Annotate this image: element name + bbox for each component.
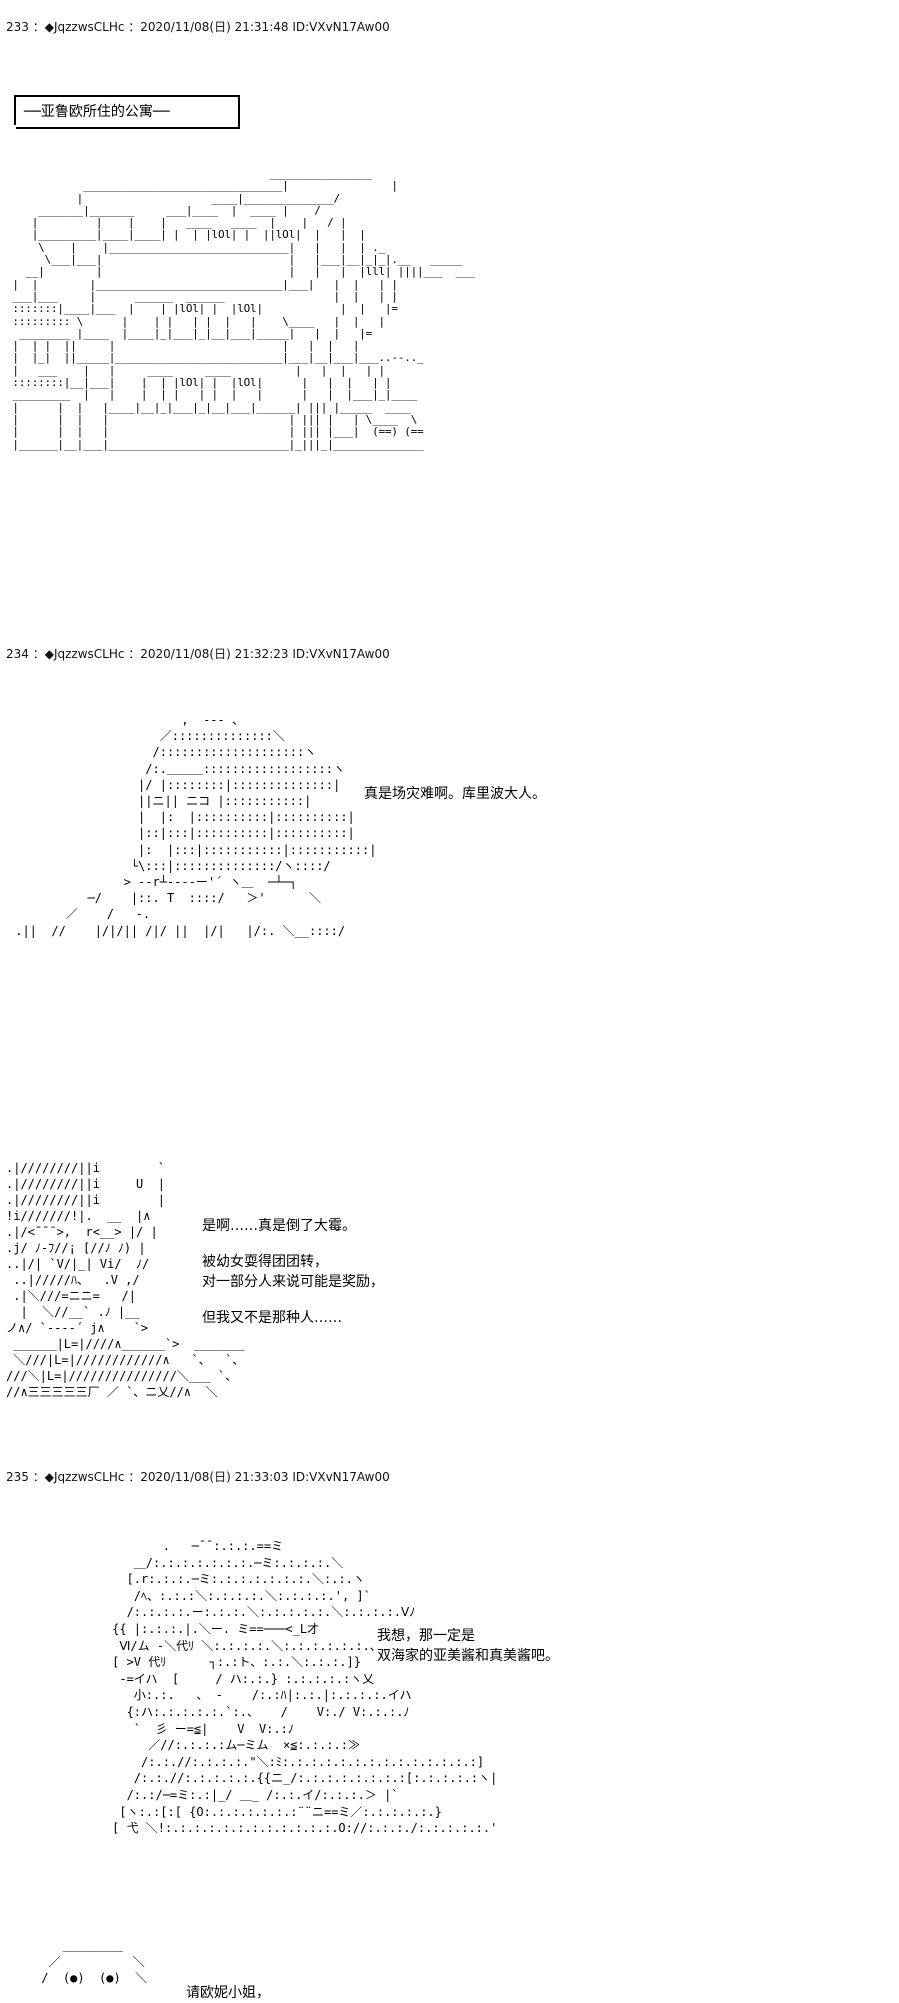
- ascii-art-character-3: . ─¯¯:.:.:.==ミ ＿/:.:.:.:.:.:.:.─ミ:.:.:.:…: [112, 1539, 498, 1836]
- speech-line: 真是场灾难啊。库里波大人。: [364, 786, 546, 802]
- speech-line: 对一部分人来说可能是奖励，: [202, 1274, 384, 1290]
- post-header-235: 235 ：◆JqzzwsCLHc ：2020/11/08(日) 21:33:03…: [6, 1470, 390, 1484]
- ascii-art-character-4: ＿＿＿＿＿ ／ ＼ / (●) (●) ＼: [41, 1939, 148, 1985]
- post-header-234: 234 ：◆JqzzwsCLHc ：2020/11/08(日) 21:32:23…: [6, 647, 390, 661]
- speech-line: 是啊……真是倒了大霉。: [202, 1218, 356, 1234]
- post-header-233: 233 ：◆JqzzwsCLHc ：2020/11/08(日) 21:31:48…: [6, 20, 390, 34]
- caption-title: ──亚鲁欧所住的公寓──: [24, 104, 170, 120]
- speech-line: 我想，那一定是: [377, 1628, 475, 1644]
- ascii-art-apartment-building: ________________ _______________________…: [12, 167, 475, 451]
- caption-frame: [14, 95, 240, 129]
- ascii-art-character-2: .|////////||i ` .|////////||i U | .|////…: [6, 1161, 245, 1399]
- speech-line: 但我又不是那种人……: [202, 1310, 342, 1326]
- ascii-art-character-1: , --- 、 ／::::::::::::::＼ /::::::::::::::…: [15, 713, 377, 938]
- speech-line: 双海家的亚美酱和真美酱吧。: [377, 1648, 559, 1664]
- speech-line: 被幼女耍得团团转，: [202, 1254, 328, 1270]
- speech-line: 请欧妮小姐，: [186, 1985, 270, 2001]
